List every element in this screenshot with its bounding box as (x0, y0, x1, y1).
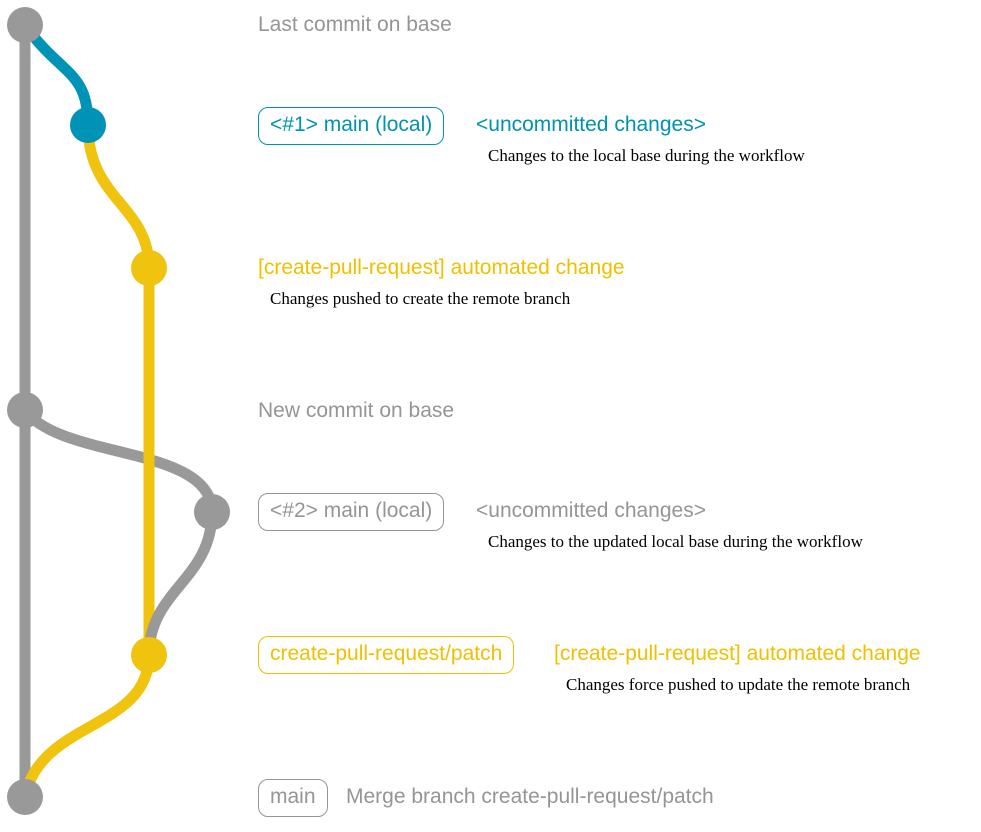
commit-row-c1: Last commit on base (0, 0, 981, 60)
commit-description: Changes force pushed to update the remot… (566, 675, 911, 694)
commit-dot-c2 (70, 107, 106, 143)
updated-base-line-1 (19, 404, 218, 518)
commit-description: Changes pushed to create the remote bran… (270, 289, 571, 308)
commit-message: New commit on base (258, 399, 455, 422)
commit-dot-c7 (7, 779, 43, 815)
branch-tag: <#2> main (local) (258, 493, 445, 531)
branch-tag: <#1> main (local) (258, 107, 445, 145)
commit-message: <uncommitted changes> (476, 113, 706, 136)
branch-tag: main (258, 779, 328, 817)
merge-line (19, 649, 155, 803)
pr-branch-line-1 (82, 119, 155, 274)
commit-row-c3: [create-pull-request] automated change C… (0, 243, 981, 308)
commit-description: Changes to the local base during the wor… (488, 146, 805, 165)
commit-dot-c5 (194, 494, 230, 530)
commit-row-c7: main Merge branch create-pull-request/pa… (0, 772, 981, 832)
commit-row-c5: <#2> main (local) <uncommitted changes> … (0, 486, 981, 551)
commit-dot-c4 (7, 392, 43, 428)
commit-dot-c1 (7, 7, 43, 43)
commit-dot-c3 (131, 250, 167, 286)
commit-row-c2: <#1> main (local) <uncommitted changes> … (0, 100, 981, 165)
commit-row-c6: create-pull-request/patch [create-pull-r… (0, 629, 981, 694)
commit-message: [create-pull-request] automated change (258, 256, 625, 279)
branch-tag: create-pull-request/patch (258, 636, 515, 674)
commit-message: <uncommitted changes> (476, 499, 706, 522)
commit-row-c4: New commit on base (0, 386, 981, 446)
commit-message: [create-pull-request] automated change (554, 642, 921, 665)
commit-description: Changes to the updated local base during… (488, 532, 863, 551)
commit-message: Last commit on base (258, 13, 452, 36)
updated-base-line-2 (143, 506, 218, 661)
commit-message: Merge branch create-pull-request/patch (346, 785, 714, 808)
commit-dot-c6 (131, 637, 167, 673)
